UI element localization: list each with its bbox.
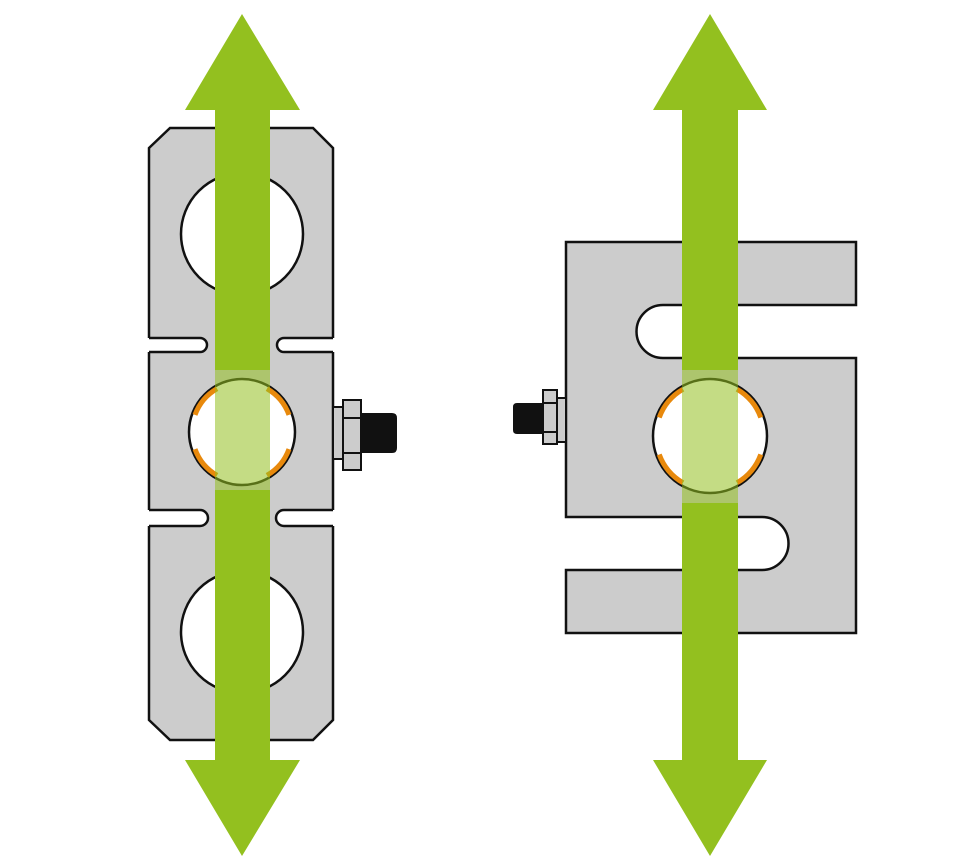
link-force-arrow [185,14,300,856]
link-slot-bottom-left [146,508,210,528]
link-slot-top-right [275,336,336,354]
s-strain-gauge-hole [651,370,769,503]
strain-gauge [656,453,685,485]
strain-gauge [735,387,764,419]
link-strain-gauge-hole [187,370,297,490]
link-cable-connector [332,399,397,471]
s-type-load-cell [513,14,858,856]
link-slot-top-left [146,336,209,354]
s-cable-connector [513,389,567,445]
strain-gauge [735,453,764,485]
link-slot-bottom-right [274,508,336,528]
strain-gauge [656,387,685,419]
s-force-arrow [653,14,767,856]
tension-link-load-cell [146,14,397,856]
